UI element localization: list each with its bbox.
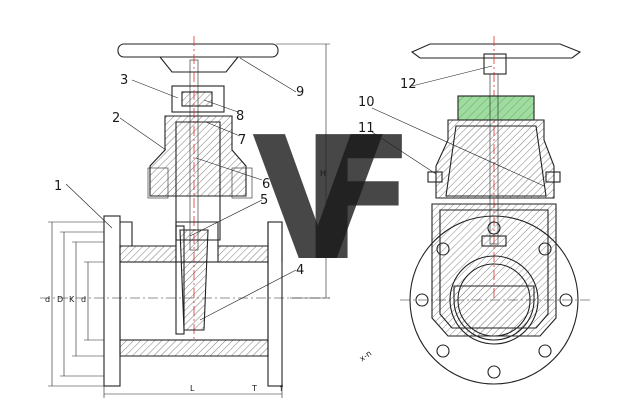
- callout-11: 11: [358, 121, 375, 136]
- dim-L: L: [190, 384, 195, 393]
- callout-12: 12: [400, 77, 417, 92]
- callout-5: 5: [260, 193, 268, 208]
- dim-K: K: [69, 295, 75, 304]
- dim-bolts: x-n: [358, 349, 374, 364]
- dim-T: T: [251, 384, 257, 393]
- handwheel: [117, 43, 279, 58]
- watermark: V F: [252, 101, 416, 299]
- end-section-view: x-n: [358, 36, 590, 385]
- dim-d-outer: d: [45, 295, 50, 304]
- dim-d-inner: d: [81, 295, 86, 304]
- dim-f: f: [280, 384, 283, 393]
- callout-1: 1: [54, 179, 62, 194]
- left-flange: [103, 215, 121, 387]
- left-callouts: 1 2 3 4 5 6 7 8 9: [54, 57, 304, 321]
- dim-H: H: [320, 169, 326, 178]
- callout-4: 4: [296, 263, 304, 278]
- callout-2: 2: [112, 111, 120, 126]
- watermark-v: V: [252, 101, 384, 299]
- callout-7: 7: [238, 133, 246, 148]
- seal-block: [457, 95, 535, 121]
- callout-10: 10: [358, 95, 375, 110]
- watermark-f: F: [300, 101, 416, 299]
- dim-D: D: [57, 295, 63, 304]
- callout-3: 3: [120, 73, 128, 88]
- side-section-view: d D K d H L T f: [40, 36, 330, 398]
- bolt-holes: [415, 221, 573, 379]
- callout-8: 8: [236, 109, 244, 124]
- callout-9: 9: [296, 85, 304, 100]
- callout-6: 6: [262, 177, 270, 192]
- right-callouts: 10 11 12: [358, 65, 545, 187]
